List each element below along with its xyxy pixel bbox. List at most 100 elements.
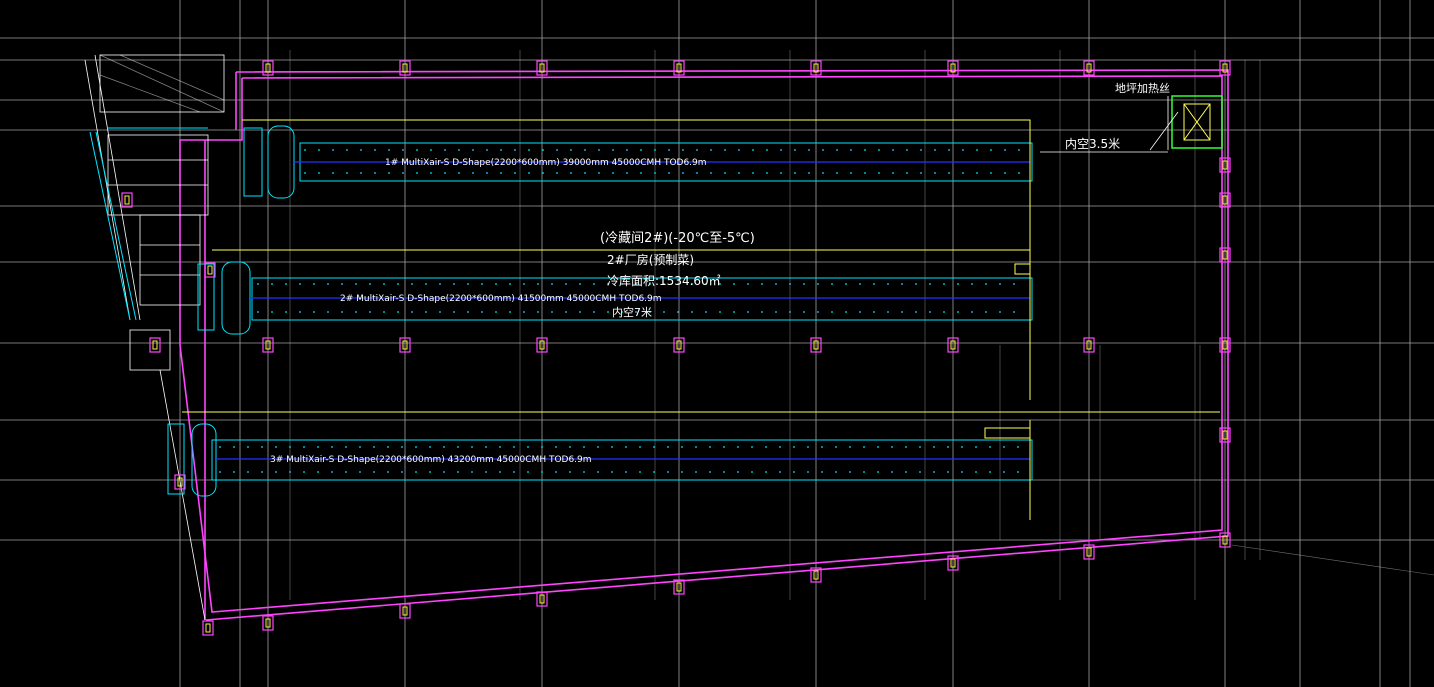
column-2 [536, 60, 548, 76]
nozzle-dot-84 [752, 172, 754, 174]
nozzle-dot-155 [971, 283, 973, 285]
nozzle-dot-97 [934, 172, 936, 174]
nozzle-dot-131 [635, 283, 637, 285]
nozzle-dot-189 [677, 311, 679, 313]
nozzle-dot-192 [719, 311, 721, 313]
structural-columns [121, 60, 1231, 636]
nozzle-dot-244 [639, 446, 641, 448]
nozzle-dot-306 [695, 471, 697, 473]
nozzle-dot-29 [710, 149, 712, 151]
duct-nozzles [219, 149, 1020, 473]
nozzle-dot-311 [765, 471, 767, 473]
nozzle-dot-161 [285, 311, 287, 313]
column-core-25 [539, 594, 545, 604]
nozzle-dot-253 [765, 446, 767, 448]
column-31 [121, 192, 133, 208]
nozzle-dot-122 [509, 283, 511, 285]
nozzle-dot-282 [359, 471, 361, 473]
service-block-cyan [89, 127, 208, 321]
duct-1-label: 1# MultiXair-S D-Shape(2200*600mm) 39000… [385, 158, 707, 168]
column-16 [1219, 157, 1231, 173]
column-core-22 [950, 558, 956, 568]
nozzle-dot-94 [892, 172, 894, 174]
nozzle-dot-83 [738, 172, 740, 174]
nozzle-dot-322 [919, 471, 921, 473]
nozzle-dot-298 [583, 471, 585, 473]
nozzle-dot-321 [905, 471, 907, 473]
nozzle-dot-240 [583, 446, 585, 448]
nozzle-dot-256 [807, 446, 809, 448]
nozzle-dot-300 [611, 471, 613, 473]
nozzle-dot-288 [443, 471, 445, 473]
nozzle-dot-171 [425, 311, 427, 313]
nozzle-dot-21 [598, 149, 600, 151]
nozzle-dot-263 [905, 446, 907, 448]
nozzle-dot-190 [691, 311, 693, 313]
nozzle-dot-183 [593, 311, 595, 313]
nozzle-dot-212 [999, 311, 1001, 313]
nozzle-dot-249 [709, 446, 711, 448]
nozzle-dot-39 [850, 149, 852, 151]
nozzle-dot-123 [523, 283, 525, 285]
nozzle-dot-45 [934, 149, 936, 151]
nozzle-dot-174 [467, 311, 469, 313]
nozzle-dot-228 [415, 446, 417, 448]
nozzle-dot-188 [663, 311, 665, 313]
nozzle-dot-77 [654, 172, 656, 174]
nozzle-dot-145 [831, 283, 833, 285]
nozzle-dot-165 [341, 311, 343, 313]
nozzle-dot-230 [443, 446, 445, 448]
nozzle-dot-14 [500, 149, 502, 151]
nozzle-dot-329 [1017, 471, 1019, 473]
nozzle-dot-163 [313, 311, 315, 313]
nozzle-dot-202 [859, 311, 861, 313]
column-core-18 [1222, 250, 1228, 260]
floor-heating-label: 地坪加热丝 [1115, 82, 1170, 95]
column-18 [1219, 247, 1231, 263]
nozzle-dot-200 [831, 311, 833, 313]
nozzle-dot-62 [444, 172, 446, 174]
nozzle-dot-98 [948, 172, 950, 174]
nozzle-dot-252 [751, 446, 753, 448]
nozzle-dot-242 [611, 446, 613, 448]
nozzle-dot-280 [331, 471, 333, 473]
nozzle-dot-116 [425, 283, 427, 285]
nozzle-dot-327 [989, 471, 991, 473]
nozzle-dot-309 [737, 471, 739, 473]
dimension-lines [289, 50, 1434, 600]
column-core-9 [402, 340, 408, 350]
nozzle-dot-10 [444, 149, 446, 151]
nozzle-dot-3 [346, 149, 348, 151]
room-name: (冷藏间2#)(-20℃至-5℃) [600, 231, 755, 246]
nozzle-dot-265 [933, 446, 935, 448]
duct-axes [216, 161, 1030, 460]
nozzle-dot-320 [891, 471, 893, 473]
clear-height-side: 内空3.5米 [1065, 137, 1120, 151]
nozzle-dot-2 [332, 149, 334, 151]
nozzle-dot-305 [681, 471, 683, 473]
nozzle-dot-19 [570, 149, 572, 151]
nozzle-dot-248 [695, 446, 697, 448]
nozzle-dot-178 [523, 311, 525, 313]
nozzle-dot-57 [374, 172, 376, 174]
nozzle-dot-65 [486, 172, 488, 174]
nozzle-dot-86 [780, 172, 782, 174]
clear-height-main: 内空7米 [612, 305, 652, 319]
nozzle-dot-290 [471, 471, 473, 473]
nozzle-dot-4 [360, 149, 362, 151]
column-core-27 [265, 618, 271, 628]
column-19 [1219, 427, 1231, 443]
nozzle-dot-216 [247, 446, 249, 448]
column-core-32 [207, 265, 213, 275]
nozzle-dot-207 [929, 311, 931, 313]
column-core-16 [1222, 160, 1228, 170]
nozzle-dot-227 [401, 446, 403, 448]
nozzle-dot-222 [331, 446, 333, 448]
column-core-23 [813, 570, 819, 580]
nozzle-dot-27 [682, 149, 684, 151]
nozzle-dot-130 [621, 283, 623, 285]
nozzle-dot-266 [947, 446, 949, 448]
nozzle-dot-48 [976, 149, 978, 151]
nozzle-dot-193 [733, 311, 735, 313]
nozzle-dot-268 [975, 446, 977, 448]
